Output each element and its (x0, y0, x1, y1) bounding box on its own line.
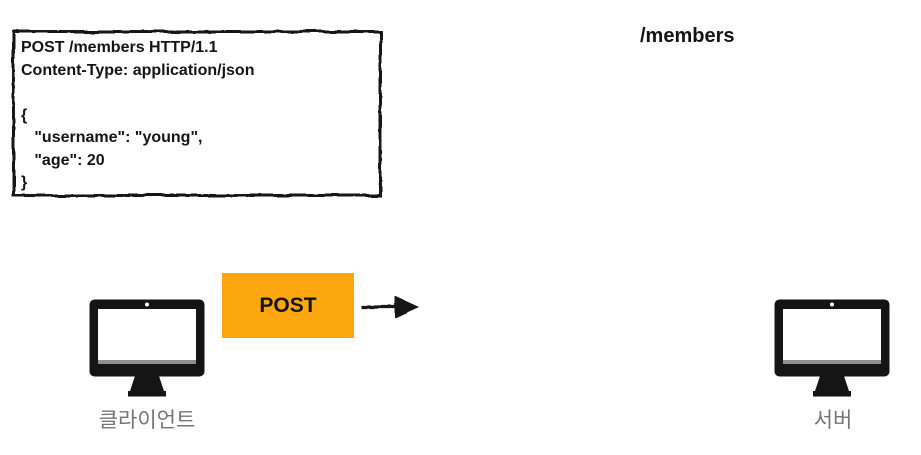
endpoint-path-label: /members (640, 25, 735, 47)
server-monitor-icon (774, 299, 890, 397)
post-method-label: POST (259, 293, 317, 317)
client-monitor-icon (89, 299, 205, 397)
request-arrow-icon (361, 296, 419, 318)
http-request-box: POST /members HTTP/1.1 Content-Type: app… (12, 30, 382, 197)
server-label: 서버 (813, 409, 853, 432)
request-box-border (12, 30, 382, 197)
post-method-box: POST (222, 273, 354, 338)
http-request-code: POST /members HTTP/1.1 Content-Type: app… (21, 39, 255, 191)
client-label: 클라이언트 (98, 409, 196, 432)
